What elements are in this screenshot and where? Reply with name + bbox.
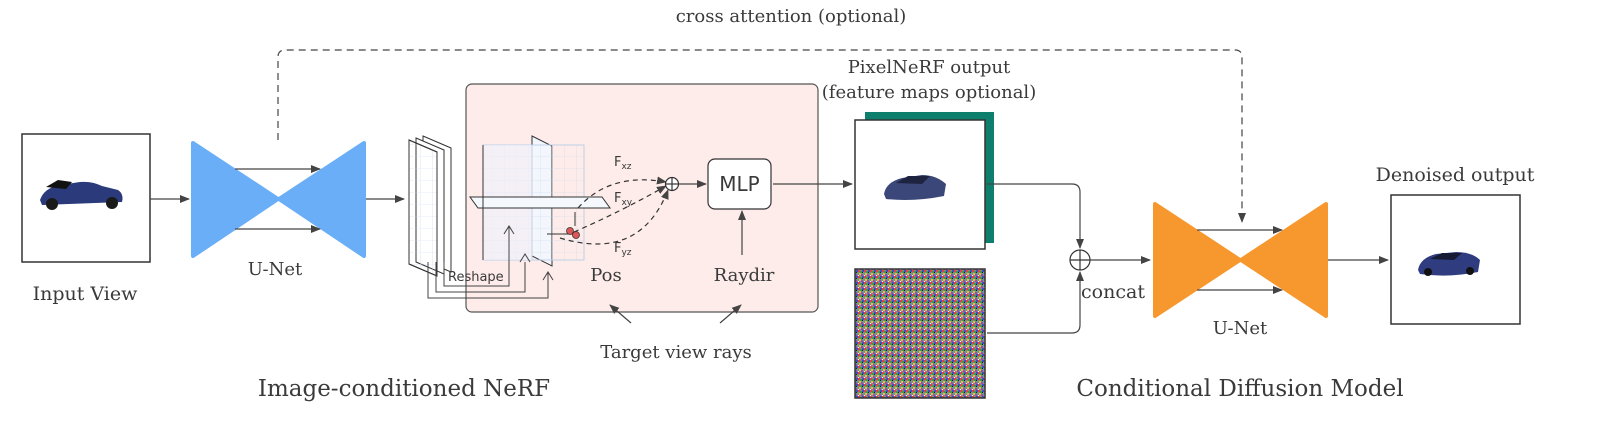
car-icon (40, 180, 123, 210)
feature-plane-stack (408, 135, 452, 277)
conditional-diffusion-model-label: Conditional Diffusion Model (1076, 376, 1403, 402)
feature-curves (559, 176, 669, 245)
car-icon (884, 175, 946, 200)
input-view-image (21, 133, 151, 263)
reshape-label: Reshape (448, 270, 504, 285)
raydir-label: Raydir (714, 265, 775, 286)
target-view-rays-label: Target view rays (600, 342, 752, 363)
f-yz-label: Fyz (614, 241, 632, 258)
mlp-label: MLP (719, 172, 759, 196)
pixelnerf-output-title: PixelNeRF output (848, 57, 1011, 78)
mlp-box (707, 158, 772, 210)
unet-encoder-decoder-right (1153, 202, 1328, 318)
unet-encoder-decoder-left (191, 141, 366, 258)
concat-label: concat (1081, 281, 1145, 303)
cross-attention-label: cross attention (optional) (676, 6, 907, 27)
f-xy-label: Fxy (614, 191, 633, 208)
sample-point (547, 212, 580, 239)
input-view-label: Input View (33, 283, 139, 305)
unet-left-label: U-Net (248, 259, 303, 280)
reshape-connectors (427, 225, 554, 299)
unet-right-label: U-Net (1213, 318, 1268, 339)
car-icon (1418, 252, 1480, 276)
sum-node (664, 176, 680, 192)
f-xz-label: Fxz (614, 155, 632, 172)
triplane (469, 135, 611, 267)
pos-label: Pos (590, 265, 621, 286)
cross-attention-path (277, 49, 1246, 223)
denoised-output-image (1390, 194, 1521, 325)
denoised-output-label: Denoised output (1376, 164, 1535, 186)
image-conditioned-nerf-label: Image-conditioned NeRF (258, 376, 550, 402)
noise-image (854, 268, 986, 399)
pixelnerf-output-image (854, 112, 994, 250)
pixelnerf-output-subtitle: (feature maps optional) (822, 82, 1036, 103)
concat-node (1069, 249, 1091, 271)
